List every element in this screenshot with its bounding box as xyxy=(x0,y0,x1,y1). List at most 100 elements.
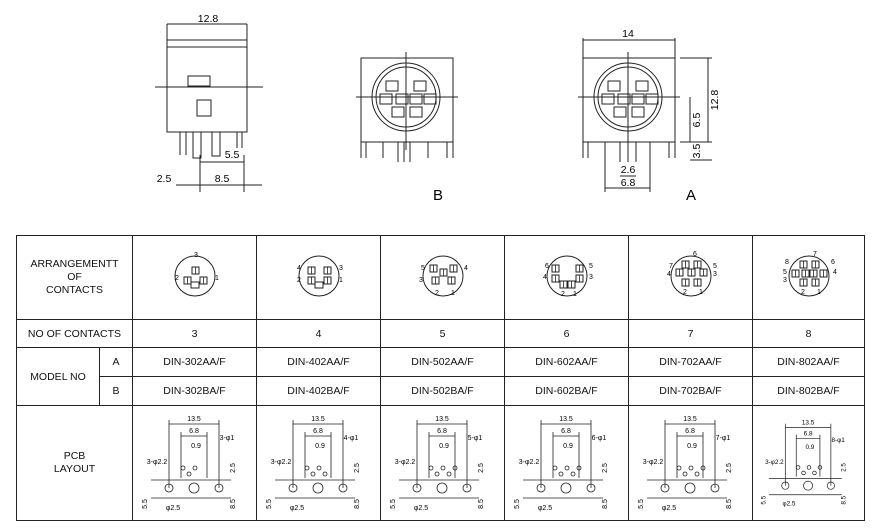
pin-hole xyxy=(811,470,817,475)
pin-number: 3 xyxy=(589,274,593,281)
model-row-b: B DIN-302BA/F DIN-402BA/F DIN-502BA/F DI… xyxy=(17,376,865,406)
model-b-cell: DIN-402BA/F xyxy=(256,376,381,406)
center-hole xyxy=(188,482,199,493)
pcb-pin-label: 5-φ1 xyxy=(467,435,482,442)
pcb-hole-label: 3-φ2.2 xyxy=(394,459,415,466)
pin-number: 6 xyxy=(693,251,697,258)
pin-number: 1 xyxy=(573,291,577,298)
pin-number: 1 xyxy=(451,290,455,297)
model-header: MODEL NO xyxy=(16,347,100,406)
variant-b: B xyxy=(99,376,133,406)
side-dim-span: 8.5 xyxy=(215,173,230,185)
contacts-header: NO OF CONTACTS xyxy=(16,319,133,348)
pin-hole xyxy=(576,465,581,470)
pcb-dim-v2: 8.5 xyxy=(354,499,361,509)
connector-outline xyxy=(174,255,215,297)
contacts-cell: 4 xyxy=(256,319,381,348)
a-dim-center: 6.5 xyxy=(691,113,703,128)
pin-number: 5 xyxy=(713,263,717,270)
pin-number: 5 xyxy=(589,263,593,270)
pin-number: 3 xyxy=(339,265,343,272)
contacts-cell: 5 xyxy=(380,319,505,348)
pin-hole xyxy=(310,471,315,476)
pcb-dim-v2: 8.5 xyxy=(230,499,237,509)
pin-number: 2 xyxy=(435,290,439,297)
connector-outline xyxy=(546,255,587,297)
model-b-cell: DIN-802BA/F xyxy=(752,376,865,406)
pcb-dim-inner: 6.8 xyxy=(437,428,447,435)
a-dim-height: 12.8 xyxy=(709,90,721,111)
pcb-pin-label: 4-φ1 xyxy=(343,435,358,442)
a-dim-width: 14 xyxy=(622,28,634,40)
pin-number: 1 xyxy=(339,277,343,284)
pin-hole xyxy=(800,470,806,475)
pin-number: 2 xyxy=(561,291,565,298)
mount-hole xyxy=(462,483,471,492)
a-dim-leg: 3.5 xyxy=(691,144,703,159)
model-b-cell: DIN-702BA/F xyxy=(628,376,753,406)
mount-hole xyxy=(780,481,789,490)
pin-hole xyxy=(316,465,321,470)
pin-number: 4 xyxy=(297,265,301,272)
side-dim-pitch: 5.5 xyxy=(225,149,240,161)
pcb-dim-right: 2.5 xyxy=(354,463,361,473)
pcb-hole-big: φ2.5 xyxy=(782,500,795,507)
pin-number: 3 xyxy=(713,271,717,278)
pcb-dim-right: 2.5 xyxy=(726,463,733,473)
pcb-dim-v1: 5.5 xyxy=(390,499,397,509)
pcb-dim-small: 0.9 xyxy=(315,443,325,450)
front-view-a xyxy=(578,38,712,192)
pcb-dim-v1: 5.5 xyxy=(760,495,767,504)
pcb-dim-span: 13.5 xyxy=(801,419,814,426)
pin-hole xyxy=(795,464,800,470)
pin-hole xyxy=(558,471,563,476)
side-dim-offset: 2.5 xyxy=(157,173,172,185)
pin-number: 8 xyxy=(785,259,789,266)
pcb-dim-small: 0.9 xyxy=(805,444,814,451)
pin-hole xyxy=(676,465,681,470)
pcb-dim-inner: 6.8 xyxy=(803,430,812,437)
pin-hole xyxy=(682,471,687,476)
pcb-dim-v1: 5.5 xyxy=(142,499,149,509)
top-drawings: 12.8 5.5 2.5 8.5 B 14 12.8 6.5 3.5 2.6 6… xyxy=(0,0,883,225)
pcb-dim-inner: 6.8 xyxy=(685,428,695,435)
contacts-cell: 8 xyxy=(752,319,865,348)
pcb-hole-label: 3-φ2.2 xyxy=(270,459,291,466)
model-a-cell: DIN-702AA/F xyxy=(628,347,753,377)
connector-drawings-svg: 12.8 5.5 2.5 8.5 B 14 12.8 6.5 3.5 2.6 6… xyxy=(155,13,721,204)
connector-outline xyxy=(670,255,711,297)
a-dim-span: 6.8 xyxy=(621,177,636,189)
center-hole xyxy=(560,482,571,493)
pin-hole xyxy=(452,465,457,470)
pcb-dim-small: 0.9 xyxy=(439,443,449,450)
pin-hole xyxy=(304,465,309,470)
model-a-cell: DIN-302AA/F xyxy=(132,347,257,377)
model-b-cell: DIN-302BA/F xyxy=(132,376,257,406)
connector-outline xyxy=(298,255,339,297)
pin-number: 7 xyxy=(813,251,817,258)
mount-hole xyxy=(288,483,297,492)
a-dim-pitch: 2.6 xyxy=(621,164,636,176)
pcb-hole-big: φ2.5 xyxy=(537,505,551,512)
pcb-dim-right: 2.5 xyxy=(230,463,237,473)
mount-hole xyxy=(826,481,835,490)
pin-hole xyxy=(694,471,699,476)
pcb-hole-big: φ2.5 xyxy=(661,505,675,512)
